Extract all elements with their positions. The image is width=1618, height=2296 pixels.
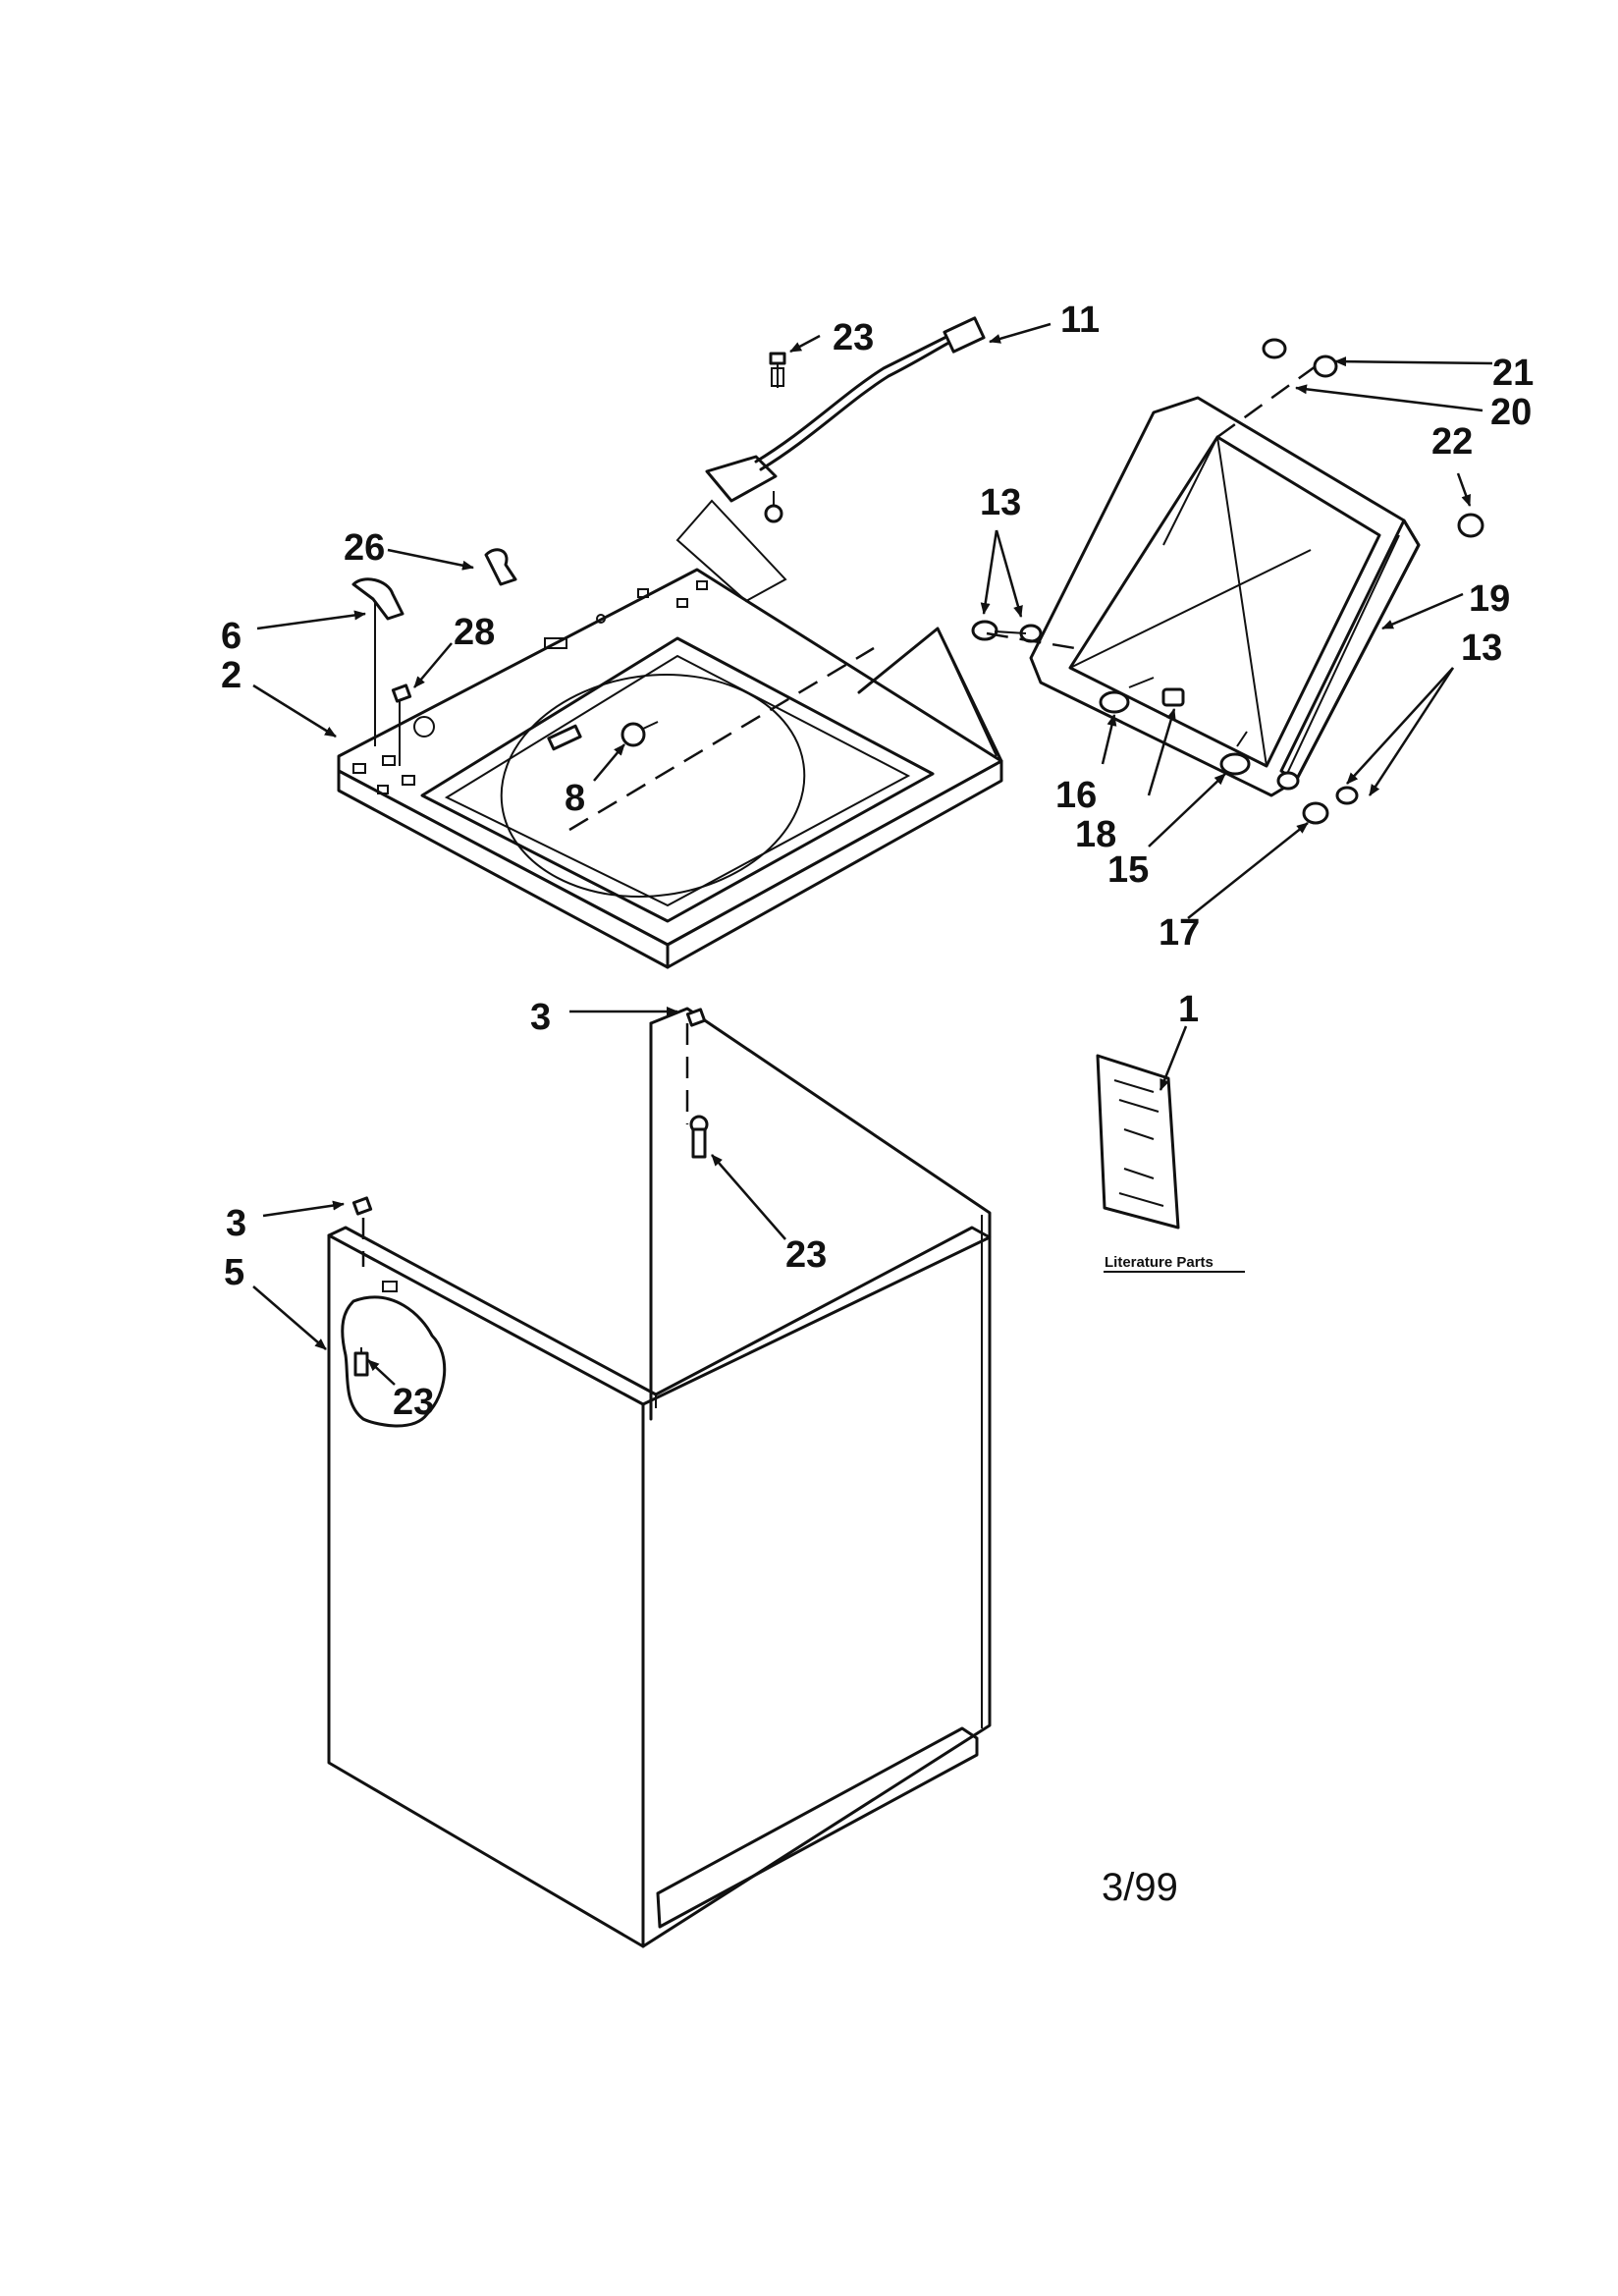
callout-8: 8	[565, 778, 585, 819]
callout-28: 28	[454, 612, 495, 653]
top-panel	[337, 568, 1003, 969]
callout-18: 18	[1075, 814, 1116, 855]
callout-23-cutaway: 23	[393, 1382, 434, 1423]
frame-fasteners	[351, 1008, 709, 1216]
lid	[1029, 396, 1421, 797]
callout-16: 16	[1055, 775, 1097, 816]
callout-23-frame: 23	[785, 1234, 827, 1276]
callout-1: 1	[1178, 989, 1199, 1030]
callout-20: 20	[1490, 392, 1532, 433]
callout-3-lower: 3	[226, 1203, 246, 1244]
callout-17: 17	[1159, 912, 1200, 954]
small-clips	[351, 548, 517, 766]
callout-2: 2	[221, 655, 242, 696]
literature-parts-label: Literature Parts	[1105, 1254, 1214, 1271]
leader-arrows	[252, 322, 1493, 1386]
callout-3-upper: 3	[530, 997, 551, 1038]
callout-numbers: 23 11 21 20 22 13 19 13 26 6 28 2 8 16 1…	[221, 300, 1534, 1423]
callout-22: 22	[1431, 421, 1473, 463]
cabinet	[327, 1007, 992, 1948]
callout-11: 11	[1060, 300, 1100, 341]
callout-15: 15	[1107, 849, 1149, 891]
callout-5: 5	[224, 1252, 244, 1293]
callout-19: 19	[1469, 578, 1510, 620]
callout-6: 6	[221, 616, 242, 657]
callout-21: 21	[1492, 353, 1534, 394]
literature-booklet	[1096, 1054, 1180, 1230]
callout-13-upper: 13	[980, 482, 1021, 523]
callout-23-harness: 23	[833, 317, 874, 358]
lid-switch-harness	[675, 316, 986, 603]
callout-13-lower: 13	[1461, 628, 1502, 669]
screw-8	[620, 721, 659, 747]
rear-panel-edge	[857, 627, 1003, 763]
revision-date: 3/99	[1102, 1866, 1178, 1909]
dashed-guides	[361, 364, 1317, 1267]
cabinet-cutaway	[341, 1281, 447, 1428]
callout-26: 26	[344, 527, 385, 569]
